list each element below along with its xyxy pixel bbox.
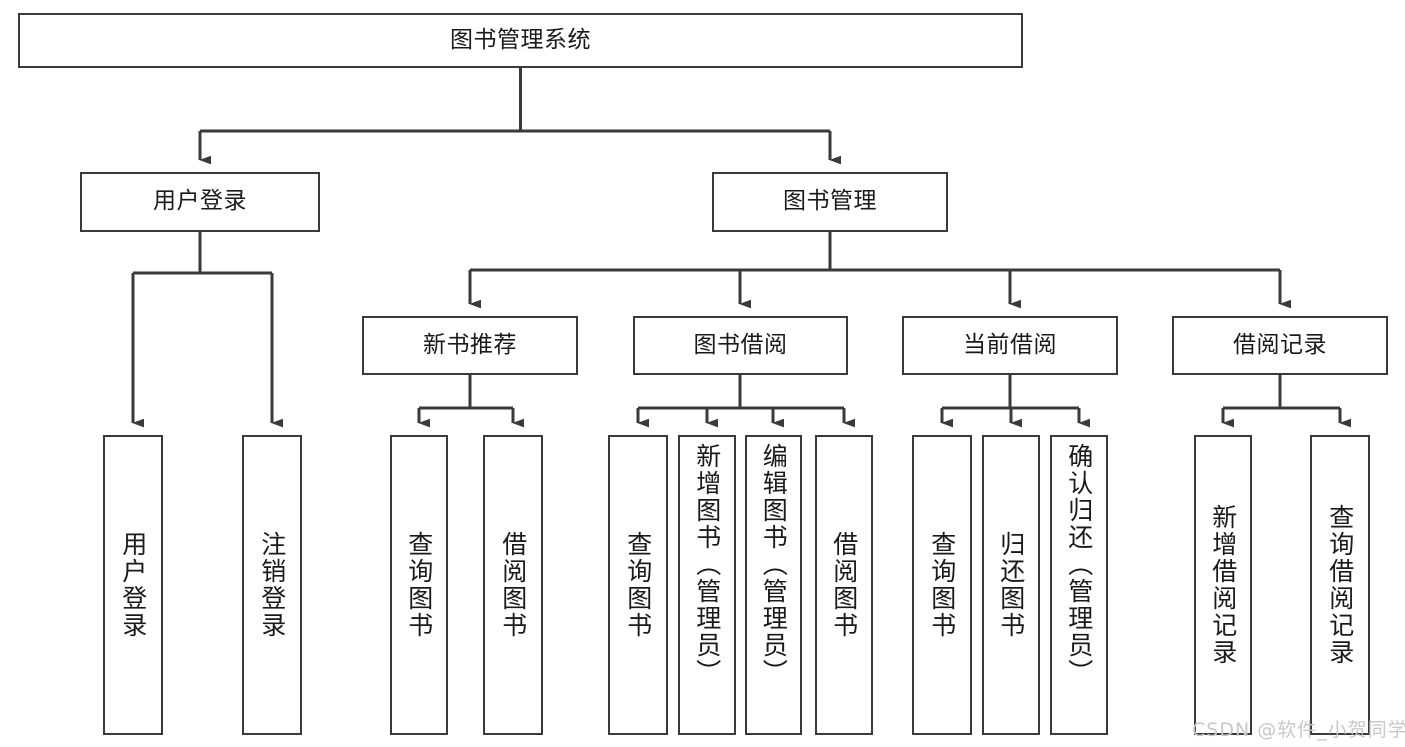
node-leaf-logout-label: 注销登录 — [257, 531, 287, 639]
node-leaf-edit-book-label: 编辑图书（管理员） — [759, 443, 789, 686]
node-leaf-add-book[interactable]: 新增图书（管理员） — [678, 435, 736, 735]
node-leaf-query-book-2-label: 查询图书 — [623, 531, 653, 639]
node-leaf-borrow-book-2-label: 借阅图书 — [829, 531, 859, 639]
node-root[interactable]: 图书管理系统 — [18, 13, 1023, 68]
node-book-borrow[interactable]: 图书借阅 — [633, 316, 848, 375]
node-user-login[interactable]: 用户登录 — [80, 172, 320, 232]
node-new-book-recommend[interactable]: 新书推荐 — [362, 316, 578, 375]
node-new-book-recommend-label: 新书推荐 — [423, 331, 517, 358]
node-leaf-query-book-3[interactable]: 查询图书 — [912, 435, 972, 735]
node-user-login-label: 用户登录 — [153, 188, 247, 215]
node-leaf-query-record[interactable]: 查询借阅记录 — [1310, 435, 1370, 735]
node-leaf-return-book[interactable]: 归还图书 — [982, 435, 1040, 735]
node-leaf-query-record-label: 查询借阅记录 — [1325, 504, 1355, 666]
node-borrow-record-label: 借阅记录 — [1233, 331, 1327, 358]
node-leaf-borrow-book-1[interactable]: 借阅图书 — [483, 435, 543, 735]
node-book-manage-label: 图书管理 — [783, 188, 877, 215]
node-leaf-query-book-2[interactable]: 查询图书 — [608, 435, 668, 735]
node-leaf-add-book-label: 新增图书（管理员） — [692, 443, 722, 686]
node-leaf-confirm-return[interactable]: 确认归还（管理员） — [1050, 435, 1108, 735]
node-leaf-logout[interactable]: 注销登录 — [242, 435, 302, 735]
node-borrow-record[interactable]: 借阅记录 — [1172, 316, 1388, 375]
node-leaf-query-book-3-label: 查询图书 — [927, 531, 957, 639]
node-leaf-edit-book[interactable]: 编辑图书（管理员） — [745, 435, 802, 735]
node-leaf-user-login[interactable]: 用户登录 — [103, 435, 163, 735]
node-leaf-borrow-book-2[interactable]: 借阅图书 — [815, 435, 873, 735]
node-leaf-query-book-1-label: 查询图书 — [404, 531, 434, 639]
node-book-borrow-label: 图书借阅 — [693, 331, 788, 358]
node-current-borrow-label: 当前借阅 — [963, 331, 1057, 358]
node-current-borrow[interactable]: 当前借阅 — [902, 316, 1118, 375]
node-leaf-confirm-return-label: 确认归还（管理员） — [1064, 443, 1094, 686]
csdn-watermark: CSDN @软件_小贺同学 — [1192, 719, 1405, 741]
node-leaf-user-login-label: 用户登录 — [118, 531, 148, 639]
node-leaf-query-book-1[interactable]: 查询图书 — [390, 435, 448, 735]
node-root-label: 图书管理系统 — [450, 26, 591, 53]
node-book-manage[interactable]: 图书管理 — [712, 172, 948, 232]
node-leaf-add-record[interactable]: 新增借阅记录 — [1194, 435, 1252, 735]
node-leaf-return-book-label: 归还图书 — [996, 531, 1026, 639]
node-leaf-add-record-label: 新增借阅记录 — [1208, 504, 1238, 666]
node-leaf-borrow-book-1-label: 借阅图书 — [498, 531, 528, 639]
